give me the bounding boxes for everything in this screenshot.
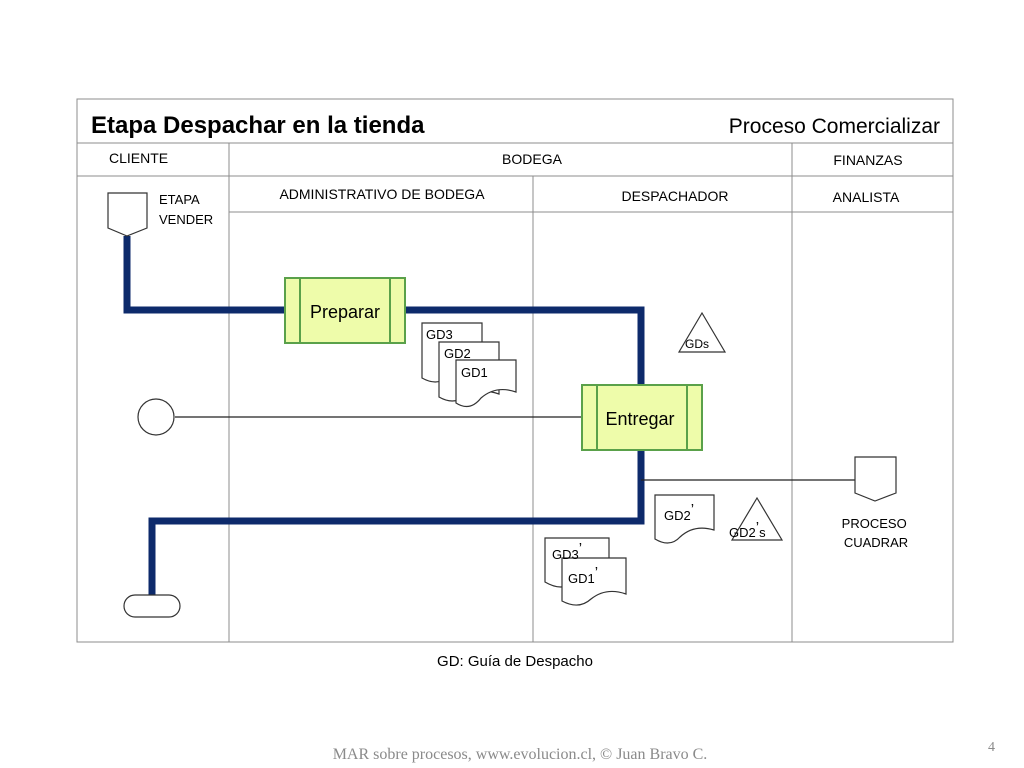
legend-text: GD: Guía de Despacho	[437, 653, 593, 670]
document-stack-bottom	[544, 537, 627, 606]
page-number: 4	[988, 740, 995, 755]
event-circle-icon	[137, 398, 175, 436]
diagram-frame	[76, 98, 954, 643]
flow-preparar-to-entregar	[405, 306, 645, 385]
slide-title: Etapa Despachar en la tienda	[91, 112, 425, 139]
activity-entregar: Entregar	[581, 384, 703, 451]
document-gd2-label: GD2	[444, 346, 471, 361]
flow-entregar-to-end	[148, 450, 645, 595]
main-flow-lines	[123, 236, 645, 595]
sublane-header-analista: ANALISTA	[833, 189, 900, 205]
thin-flow-lines	[175, 416, 855, 481]
lane-header-bodega: BODEGA	[502, 151, 563, 167]
document-gd1-prime-label: GD1’	[568, 564, 598, 586]
document-gd2-prime-icon	[654, 494, 715, 544]
store-gd2s-icon	[730, 496, 784, 541]
footer-credit: MAR sobre procesos, www.evolucion.cl, © …	[333, 746, 708, 763]
lane-header-cliente: CLIENTE	[109, 150, 168, 166]
activity-preparar-label: Preparar	[310, 302, 380, 322]
proceso-cuadrar-label: PROCESO CUADRAR	[842, 516, 911, 550]
document-gd3-prime-label: GD3’	[552, 540, 582, 562]
document-gd3-label: GD3	[426, 327, 453, 342]
sublane-header-despachador: DESPACHADOR	[621, 188, 728, 204]
store-gd2s-label: GD2’s	[729, 519, 766, 540]
document-gd2-prime-label: GD2’	[664, 501, 694, 523]
swimlane-grid	[76, 98, 954, 643]
document-gd1-prime-icon	[561, 557, 627, 606]
process-name: Proceso Comercializar	[729, 115, 940, 138]
lane-header-finanzas: FINANZAS	[833, 152, 902, 168]
flow-vender-to-preparar	[123, 236, 285, 314]
document-gd1-icon	[455, 359, 517, 408]
end-terminator-icon	[123, 594, 181, 618]
store-gds-label: GDs	[685, 337, 709, 351]
document-gd1-label: GD1	[461, 365, 488, 380]
connector-etapa-vender-icon	[107, 192, 148, 237]
document-stack-top	[421, 322, 517, 408]
activity-preparar: Preparar	[284, 277, 406, 344]
activity-entregar-label: Entregar	[605, 409, 674, 429]
connector-proceso-cuadrar-icon	[854, 456, 897, 502]
etapa-vender-label: ETAPA VENDER	[159, 192, 213, 227]
sublane-header-administrativo: ADMINISTRATIVO DE BODEGA	[279, 186, 485, 202]
store-gds-icon	[677, 311, 727, 353]
